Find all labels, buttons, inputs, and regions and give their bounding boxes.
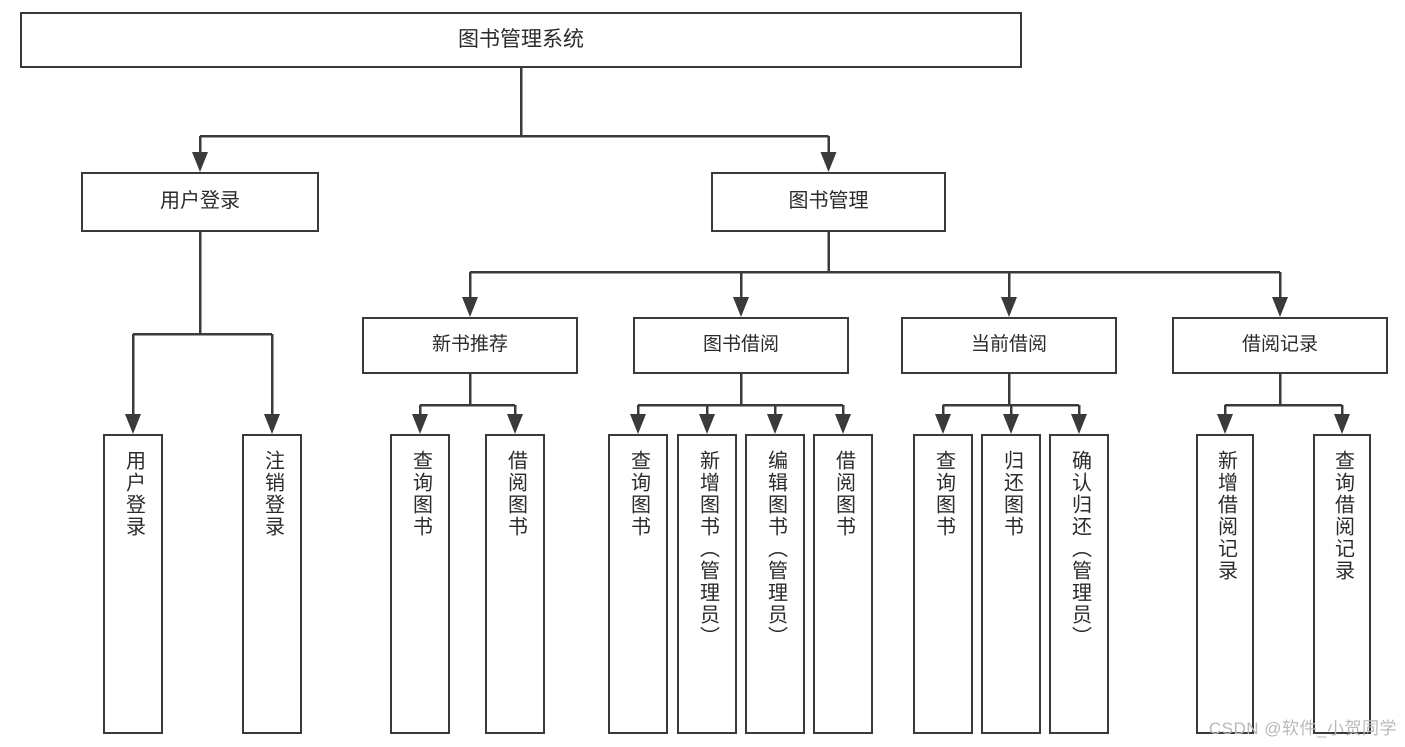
node-label-user_login: 用户登录 bbox=[160, 190, 240, 213]
node-leaf_confirm_return[interactable]: 确认归还（管理员） bbox=[1049, 434, 1109, 734]
arrow-icon-leaf_query_book_2 bbox=[630, 414, 646, 434]
arrow-icon-new_book_rec bbox=[462, 297, 478, 317]
node-label-book_borrow: 图书借阅 bbox=[702, 334, 779, 356]
arrow-icon-leaf_confirm_return bbox=[1071, 414, 1087, 434]
arrow-icon-borrow_record bbox=[1272, 297, 1288, 317]
arrow-icon-current_borrow bbox=[1001, 297, 1017, 317]
node-leaf_return_book[interactable]: 归还图书 bbox=[981, 434, 1041, 734]
arrow-icon-leaf_user_logout bbox=[264, 414, 280, 434]
node-label-leaf_borrow_book_2: 借阅图书 bbox=[832, 450, 855, 538]
arrow-icon-leaf_return_book bbox=[1003, 414, 1019, 434]
arrow-icon-book_manage bbox=[820, 152, 837, 172]
arrow-icon-leaf_add_book bbox=[699, 414, 715, 434]
node-book_borrow[interactable]: 图书借阅 bbox=[633, 317, 849, 374]
node-label-current_borrow: 当前借阅 bbox=[970, 334, 1047, 356]
watermark: CSDN @软件_小贺同学 bbox=[1208, 719, 1397, 738]
arrow-icon-leaf_query_record bbox=[1334, 414, 1350, 434]
node-current_borrow[interactable]: 当前借阅 bbox=[901, 317, 1117, 374]
node-label-new_book_rec: 新书推荐 bbox=[431, 334, 508, 356]
node-leaf_add_book[interactable]: 新增图书（管理员） bbox=[677, 434, 737, 734]
arrow-icon-leaf_edit_book bbox=[767, 414, 783, 434]
node-label-book_manage: 图书管理 bbox=[788, 190, 869, 213]
arrow-icon-leaf_add_record bbox=[1217, 414, 1233, 434]
node-book_manage[interactable]: 图书管理 bbox=[711, 172, 946, 232]
arrow-icon-leaf_query_book_3 bbox=[935, 414, 951, 434]
node-label-leaf_add_book: 新增图书（管理员） bbox=[696, 450, 719, 648]
node-leaf_borrow_book_1[interactable]: 借阅图书 bbox=[485, 434, 545, 734]
node-label-leaf_borrow_book_1: 借阅图书 bbox=[504, 450, 527, 538]
node-label-leaf_query_book_2: 查询图书 bbox=[627, 450, 650, 538]
node-new_book_rec[interactable]: 新书推荐 bbox=[362, 317, 578, 374]
arrow-icon-user_login bbox=[192, 152, 208, 172]
node-leaf_query_book_2[interactable]: 查询图书 bbox=[608, 434, 668, 734]
arrow-icon-leaf_borrow_book_1 bbox=[507, 414, 523, 434]
node-user_login[interactable]: 用户登录 bbox=[81, 172, 319, 232]
node-leaf_query_book_1[interactable]: 查询图书 bbox=[390, 434, 450, 734]
node-root[interactable]: 图书管理系统 bbox=[20, 12, 1022, 68]
node-leaf_borrow_book_2[interactable]: 借阅图书 bbox=[813, 434, 873, 734]
node-label-leaf_edit_book: 编辑图书（管理员） bbox=[764, 450, 787, 648]
node-leaf_query_record[interactable]: 查询借阅记录 bbox=[1313, 434, 1371, 734]
node-leaf_user_logout[interactable]: 注销登录 bbox=[242, 434, 302, 734]
arrow-icon-leaf_user_login bbox=[125, 414, 141, 434]
node-label-leaf_user_login: 用户登录 bbox=[122, 450, 145, 538]
arrow-icon-leaf_borrow_book_2 bbox=[835, 414, 851, 434]
node-label-borrow_record: 借阅记录 bbox=[1241, 334, 1318, 356]
node-borrow_record[interactable]: 借阅记录 bbox=[1172, 317, 1388, 374]
arrow-icon-leaf_query_book_1 bbox=[412, 414, 428, 434]
node-label-leaf_query_record: 查询借阅记录 bbox=[1331, 450, 1354, 582]
node-leaf_edit_book[interactable]: 编辑图书（管理员） bbox=[745, 434, 805, 734]
node-label-leaf_confirm_return: 确认归还（管理员） bbox=[1068, 450, 1091, 648]
node-label-leaf_query_book_3: 查询图书 bbox=[932, 450, 955, 538]
node-label-leaf_user_logout: 注销登录 bbox=[261, 450, 284, 538]
node-label-root: 图书管理系统 bbox=[458, 27, 584, 51]
node-leaf_query_book_3[interactable]: 查询图书 bbox=[913, 434, 973, 734]
node-leaf_add_record[interactable]: 新增借阅记录 bbox=[1196, 434, 1254, 734]
node-leaf_user_login[interactable]: 用户登录 bbox=[103, 434, 163, 734]
node-label-leaf_query_book_1: 查询图书 bbox=[409, 450, 432, 538]
arrow-icon-book_borrow bbox=[733, 297, 749, 317]
node-label-leaf_return_book: 归还图书 bbox=[1000, 450, 1023, 538]
node-label-leaf_add_record: 新增借阅记录 bbox=[1214, 450, 1237, 582]
